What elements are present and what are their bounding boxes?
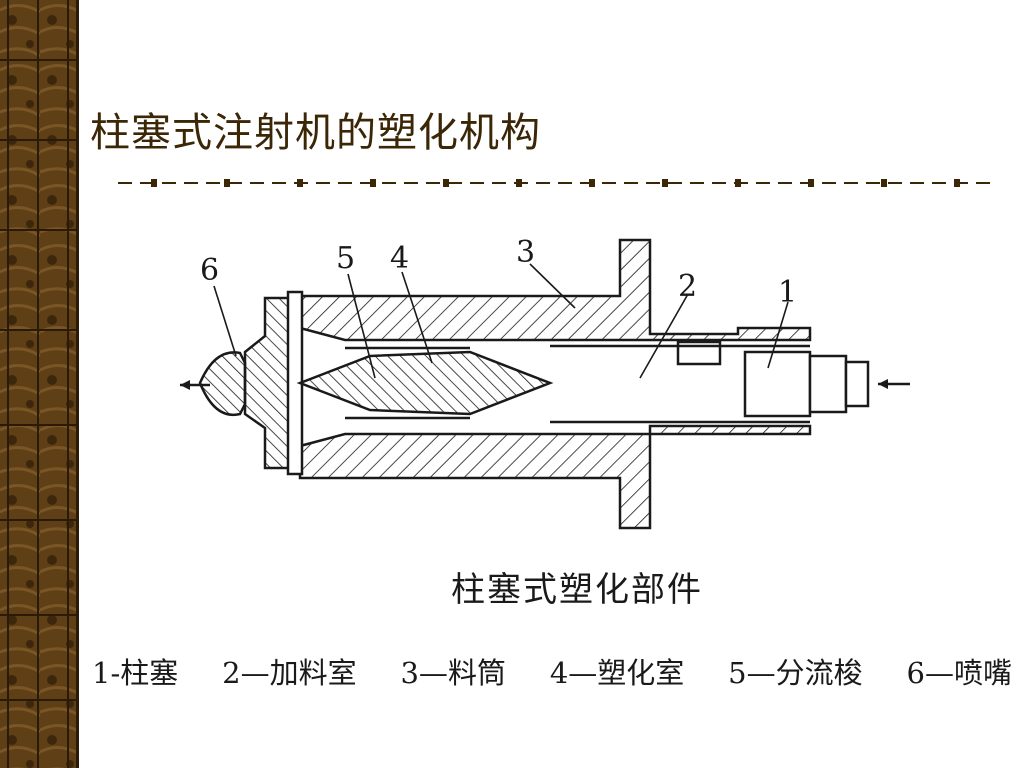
plunger-end: [844, 360, 870, 408]
legend-text: 料筒: [447, 656, 506, 690]
legend-item: 5— 分流梭: [728, 650, 862, 692]
rule-dot: [808, 179, 814, 187]
legend-item: 2— 加料室: [222, 650, 356, 692]
wood-sidebar: [0, 0, 76, 768]
decorative-dash-dot-rule: [118, 179, 998, 187]
rule-dot: [881, 179, 887, 187]
plunger-plasticizing-unit-diagram: 6 5 4 3 2 1: [180, 235, 910, 530]
legend-number: 6—: [906, 656, 954, 690]
slide-title: 柱塞式注射机的塑化机构: [90, 110, 541, 156]
legend-text: 加料室: [269, 656, 357, 690]
legend-item: 1- 柱塞: [92, 650, 178, 692]
nozzle-tip: [198, 351, 247, 417]
rule-dot: [297, 179, 303, 187]
legend-item: 6— 喷嘴: [907, 650, 1012, 692]
torpedo-spreader: [296, 350, 554, 416]
plunger-body: [743, 350, 812, 418]
rule-dot: [516, 179, 522, 187]
legend-number: 5—: [728, 656, 776, 690]
rule-dot: [443, 179, 449, 187]
legend-item: 4— 塑化室: [550, 650, 684, 692]
legend-number: 1-: [92, 656, 121, 690]
legend-number: 2—: [222, 656, 270, 690]
barrel-lower-wall: [298, 424, 812, 530]
figure-caption: 柱塞式塑化部件: [451, 570, 703, 610]
rule-dot: [151, 179, 157, 187]
parts-legend: 1- 柱塞 2— 加料室 3— 料筒 4— 塑化室 5— 分流梭 6— 喷嘴: [92, 650, 1012, 692]
callout-1: 1: [778, 275, 797, 310]
rule-dot: [735, 179, 741, 187]
plunger-rod: [808, 354, 848, 414]
callout-4: 4: [390, 241, 409, 276]
legend-text: 分流梭: [775, 656, 863, 690]
feed-chamber-opening: [676, 340, 722, 366]
legend-number: 4—: [549, 656, 598, 690]
rule-dot: [224, 179, 230, 187]
barrel-upper-wall: [298, 238, 812, 342]
rule-dot: [370, 179, 376, 187]
callout-3: 3: [516, 235, 535, 270]
legend-item: 3— 料筒: [400, 650, 505, 692]
callout-5: 5: [336, 241, 355, 276]
legend-text: 塑化室: [597, 656, 685, 690]
callout-2: 2: [678, 269, 697, 304]
legend-number: 3—: [400, 656, 448, 690]
rule-dot: [954, 179, 960, 187]
callout-6: 6: [200, 253, 219, 288]
legend-text: 柱塞: [120, 656, 179, 690]
rule-dot: [589, 179, 595, 187]
rule-dot: [662, 179, 668, 187]
legend-text: 喷嘴: [953, 656, 1012, 690]
sidebar-divider: [76, 0, 79, 768]
